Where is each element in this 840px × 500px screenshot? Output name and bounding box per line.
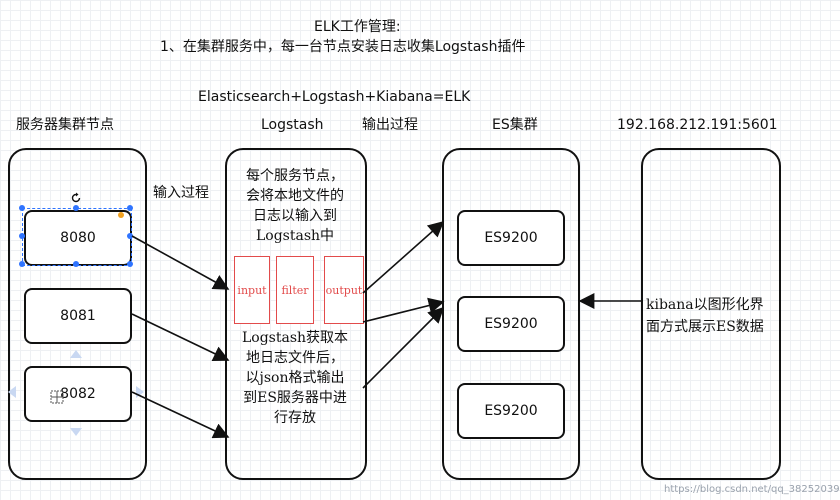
arrow-left-hint-icon xyxy=(8,386,16,398)
connector-layer xyxy=(131,220,641,439)
rotate-icon[interactable] xyxy=(70,192,82,204)
pipeline-stage-label: filter xyxy=(281,283,309,297)
server-node[interactable]: 8081 xyxy=(24,288,132,344)
logstash-bottom-line: 地日志文件后， xyxy=(246,350,344,366)
kibana-address: 192.168.212.191:5601 xyxy=(617,117,778,133)
server-node-label: 8081 xyxy=(60,308,96,324)
arrow-down-hint-icon xyxy=(70,428,82,436)
logstash-bottom-text: Logstash获取本 地日志文件后， 以json格式输出 到ES服务器中进 行… xyxy=(228,328,362,428)
es-heading: ES集群 xyxy=(492,117,538,133)
arrow-logstash-to-es2[interactable] xyxy=(362,297,445,323)
es-node-label: ES9200 xyxy=(484,230,538,246)
kibana-container[interactable] xyxy=(641,148,781,480)
arrow-8081-to-logstash[interactable] xyxy=(131,313,230,361)
resize-handle[interactable] xyxy=(19,205,25,211)
resize-handle[interactable] xyxy=(73,261,79,267)
server-cluster-container[interactable] xyxy=(8,148,147,480)
server-node-label: 8080 xyxy=(60,230,96,246)
diagram-subtitle: 1、在集群服务中，每一台节点安装日志收集Logstash插件 xyxy=(160,39,526,55)
logstash-top-line: 每个服务节点， xyxy=(246,168,344,184)
es-node-label: ES9200 xyxy=(484,316,538,332)
server-node-label: 8082 xyxy=(60,386,96,402)
output-heading: 输出过程 xyxy=(362,117,418,133)
arrow-logstash-to-es1[interactable] xyxy=(362,220,445,294)
kibana-text: kibana以图形化界 面方式展示ES数据 xyxy=(646,294,776,338)
watermark: https://blog.csdn.net/qq_38252039 xyxy=(664,484,840,495)
kibana-text-line: kibana以图形化界 xyxy=(646,297,764,313)
es-node-label: ES9200 xyxy=(484,403,538,419)
es-node[interactable]: ES9200 xyxy=(457,296,565,352)
connection-point[interactable] xyxy=(118,212,124,218)
logstash-top-line: Logstash中 xyxy=(255,228,335,244)
arrow-up-hint-icon xyxy=(70,350,82,358)
pipeline-stage-label: input xyxy=(237,283,267,297)
resize-handle[interactable] xyxy=(73,205,79,211)
logstash-bottom-line: Logstash获取本 xyxy=(241,330,349,346)
logstash-bottom-line: 到ES服务器中进 xyxy=(243,390,347,406)
es-node[interactable]: ES9200 xyxy=(457,383,565,439)
input-process-label: 输入过程 xyxy=(153,185,209,201)
diagram-title: ELK工作管理: xyxy=(314,19,401,35)
servers-heading: 服务器集群节点 xyxy=(16,117,114,133)
logstash-container[interactable] xyxy=(225,148,367,480)
resize-handle[interactable] xyxy=(19,261,25,267)
resize-handle[interactable] xyxy=(19,233,25,239)
logstash-top-text: 每个服务节点， 会将本地文件的 日志以输入到 Logstash中 xyxy=(228,166,362,246)
resize-handle[interactable] xyxy=(127,205,133,211)
logstash-top-line: 日志以输入到 xyxy=(253,208,337,224)
pipeline-output-stage[interactable]: output xyxy=(324,256,364,324)
arrow-logstash-to-es3[interactable] xyxy=(362,306,445,389)
resize-handle[interactable] xyxy=(127,233,133,239)
pipeline-filter-stage[interactable]: filter xyxy=(276,256,314,324)
logstash-top-line: 会将本地文件的 xyxy=(246,188,344,204)
elk-formula: Elasticsearch+Logstash+Kiabana=ELK xyxy=(198,89,471,105)
logstash-bottom-line: 以json格式输出 xyxy=(245,370,345,386)
kibana-text-line: 面方式展示ES数据 xyxy=(646,319,764,335)
pipeline-stage-label: output xyxy=(325,283,363,297)
es-node[interactable]: ES9200 xyxy=(457,210,565,266)
logstash-bottom-line: 行存放 xyxy=(274,410,316,426)
grid-icon[interactable] xyxy=(50,390,64,404)
server-node[interactable]: 8082 xyxy=(24,366,132,422)
logstash-heading: Logstash xyxy=(261,117,324,133)
resize-handle[interactable] xyxy=(127,261,133,267)
arrow-8080-to-logstash[interactable] xyxy=(131,235,230,290)
arrow-8082-to-logstash[interactable] xyxy=(131,391,230,439)
pipeline-input-stage[interactable]: input xyxy=(234,256,270,324)
